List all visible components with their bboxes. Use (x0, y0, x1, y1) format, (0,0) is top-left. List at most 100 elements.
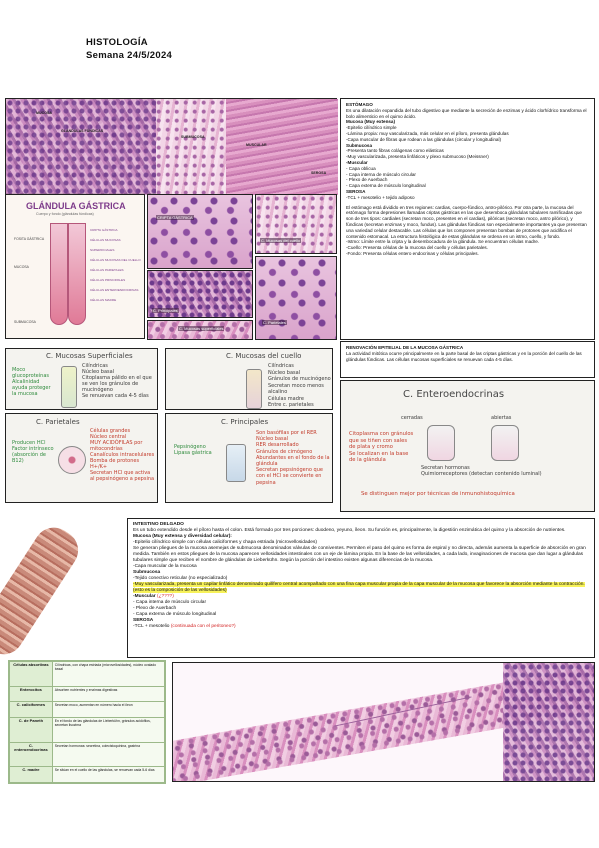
stomach-heading: ESTÓMAGO (346, 102, 373, 107)
table-cell-name: C. caliciformes (9, 701, 53, 718)
page-title: HISTOLOGÍA (86, 37, 148, 48)
cell-drawing (61, 366, 77, 408)
table-cell-desc: Absorben nutrientes y enzimas digestivas (51, 685, 166, 703)
note-text: Núcleo basal (256, 436, 289, 443)
note-principales: C. Principales Pepsinógeno Lipasa gástri… (165, 413, 333, 503)
caption-mucosas-superficiales: C. Mucosas superficiales (178, 326, 225, 331)
table-cell-name: Enterocitos (9, 685, 53, 703)
note-text: Cilíndricas (82, 363, 108, 369)
stomach-mucosa-line: -Capa muscular de fibras que rodean a la… (346, 136, 501, 142)
label-serosa: SEROSA (311, 171, 327, 175)
note-text: MUY ACIDÓFILAS por mitocondrias (90, 440, 143, 452)
stomach-istmo: -Istmo: Límite entre la cripta y la dese… (346, 239, 540, 245)
stomach-cuello: -Cuello: Presenta células de la mucosa d… (346, 245, 488, 251)
page-date: Semana 24/5/2024 (86, 50, 173, 61)
renovacion-box: RENOVACIÓN EPITELIAL DE LA MUCOSA GÁSTRI… (340, 341, 595, 378)
note-text: Núcleo central (90, 434, 127, 440)
note-enteroendocrinas: C. Enteroendocrinas cerradas abiertas Ci… (340, 380, 595, 512)
renovacion-text: La actividad mitótica ocurre principalme… (346, 350, 582, 362)
note-text: Núcleo basal (82, 369, 115, 375)
note-text: Bomba de protones H+/K+ (90, 458, 140, 470)
cell-drawing-open (491, 425, 519, 461)
note-text: Son basófilas por el RER (256, 430, 317, 436)
note-text: Gránulos de mucinógeno (268, 376, 331, 382)
micrograph-mucosas-cuello: C. Mucosas del cuello (255, 194, 337, 254)
note-title: C. Parietales (36, 418, 80, 426)
gland-legend-item: CÉLULAS PRINCIPALES (90, 278, 126, 282)
note-mucosas-superficiales: C. Mucosas Superficiales Moco glucoprote… (5, 348, 158, 410)
label-muscular: MUSCULAR (246, 143, 267, 147)
intestine-serosa-line: -TCL + mesotelio (133, 624, 170, 629)
gland-legend-item: CÉLULAS MUCOSAS DEL CUELLO (90, 258, 141, 262)
stomach-submucosa-line: -Presenta tanto fibras colágenas como el… (346, 148, 444, 154)
note-text: Abundantes en el fondo de la glándula (256, 454, 330, 468)
table-cell-desc: Cilíndricas, con chapa estriada (microve… (51, 661, 166, 687)
note-tag-abiertas: abiertas (491, 415, 512, 421)
table-cell-desc: Secretan hormonas: secretina, colecistoq… (51, 741, 166, 768)
micrograph-criptas: CRIPTA GÁSTRICA (147, 194, 253, 269)
table-cell-name: C. madre (9, 766, 53, 783)
note-text: Células madre (268, 395, 304, 402)
stomach-mucosa-line: -Epitelio cilíndrico simple (346, 125, 397, 131)
intestine-mucosa-title: Mucosa (Muy extensa y diversidad celular… (133, 534, 232, 539)
stomach-submucosa-line: -Muy vascularizada, presenta linfáticos … (346, 154, 489, 160)
stomach-muscular-title: -Muscular (346, 159, 368, 165)
note-text: Producen HCl (12, 440, 46, 446)
note-text: Gránulos de cimógeno (256, 448, 313, 455)
note-text: Secretan moco menos alcalino (268, 382, 324, 396)
stomach-text-box: ESTÓMAGO Es una dilatación expandida del… (340, 98, 595, 340)
stomach-muscular-line: - Plexo de Auerbach (346, 177, 388, 183)
stomach-serosa-line: -TCL + mesotelio + tejido adiposo (346, 194, 415, 200)
caption-cripta: CRIPTA GÁSTRICA (156, 215, 194, 220)
intestine-muscular-title: -Muscular (133, 594, 156, 599)
table-cell-name: C. enteroendocrinas (9, 741, 53, 768)
note-text: Factor intrínseco (12, 446, 54, 452)
gland-legend-item: CRIPTA GÁSTRICA (90, 228, 118, 232)
intestine-highlight: -Muy vascularizada, presenta un capilar … (133, 582, 585, 593)
gland-legend-item: CÉLULAS ENTEROENDOCRINAS (90, 288, 139, 292)
intestine-serosa-title: SEROSA (133, 618, 154, 623)
intestine-muscular-question: (¿????) (157, 594, 174, 599)
label-mucosa: MUCOSA (36, 111, 52, 115)
stomach-fondo: -Fondo: Presenta células entero endocrin… (346, 250, 479, 256)
intestine-capa: -Capa muscular de la mucosa (133, 564, 197, 569)
note-text: Pepsinógeno (174, 444, 206, 450)
gland-label-mucosa: MUCOSA (14, 265, 29, 269)
note-text: Secretan pepsinógeno que con el HCl se c… (256, 467, 323, 486)
cell-drawing (58, 446, 86, 474)
note-title: C. Mucosas del cuello (226, 352, 302, 360)
note-text: Citoplasma pálido en el que se ven los g… (82, 375, 152, 393)
stomach-intro: Es una dilatación expandida del tubo dig… (346, 107, 587, 119)
note-text: Alcalinidad (12, 379, 40, 385)
gland-diagram-title: GLÁNDULA GÁSTRICA (26, 201, 126, 211)
note-text: Núcleo basal (268, 369, 301, 376)
note-parietales: C. Parietales Producen HCl Factor intrín… (5, 413, 158, 503)
note-text: Secretan hormonas (421, 465, 470, 471)
label-submucosa: SUBMUCOSA (181, 135, 205, 139)
note-title: C. Principales (221, 418, 269, 426)
intestine-micrograph (172, 662, 595, 782)
micrograph-parietales: C. Parietales (255, 256, 337, 340)
table-cell-desc: Secretan moco, aumentan en número hacia … (51, 701, 166, 718)
gland-label-submucosa: SUBMUCOSA (14, 320, 36, 324)
note-text: Cilíndricas (268, 363, 294, 369)
cell-drawing (246, 369, 262, 409)
page-header: HISTOLOGÍA Semana 24/5/2024 (86, 36, 172, 62)
label-glandulas-fundicas: GLÁNDULAS FÚNDICAS (61, 129, 104, 133)
table-cell-name: Células absortivas (9, 661, 53, 687)
note-text: Se distinguen mejor por técnicas de inmu… (361, 491, 515, 497)
gland-legend-item: CÉLULAS MUCOSAS SUPERFICIALES (90, 238, 121, 252)
gland-shape (50, 223, 68, 325)
cell-drawing (226, 444, 246, 482)
gland-legend: CRIPTA GÁSTRICA CÉLULAS MUCOSAS SUPERFIC… (90, 225, 142, 305)
note-text: Canalículos intracelulares (90, 452, 155, 458)
caption-parietales: C. Parietales (262, 320, 287, 325)
gland-label-fosita: FOSITA GÁSTRICA (14, 237, 45, 241)
note-text: ayuda proteger la mucosa (12, 385, 51, 397)
